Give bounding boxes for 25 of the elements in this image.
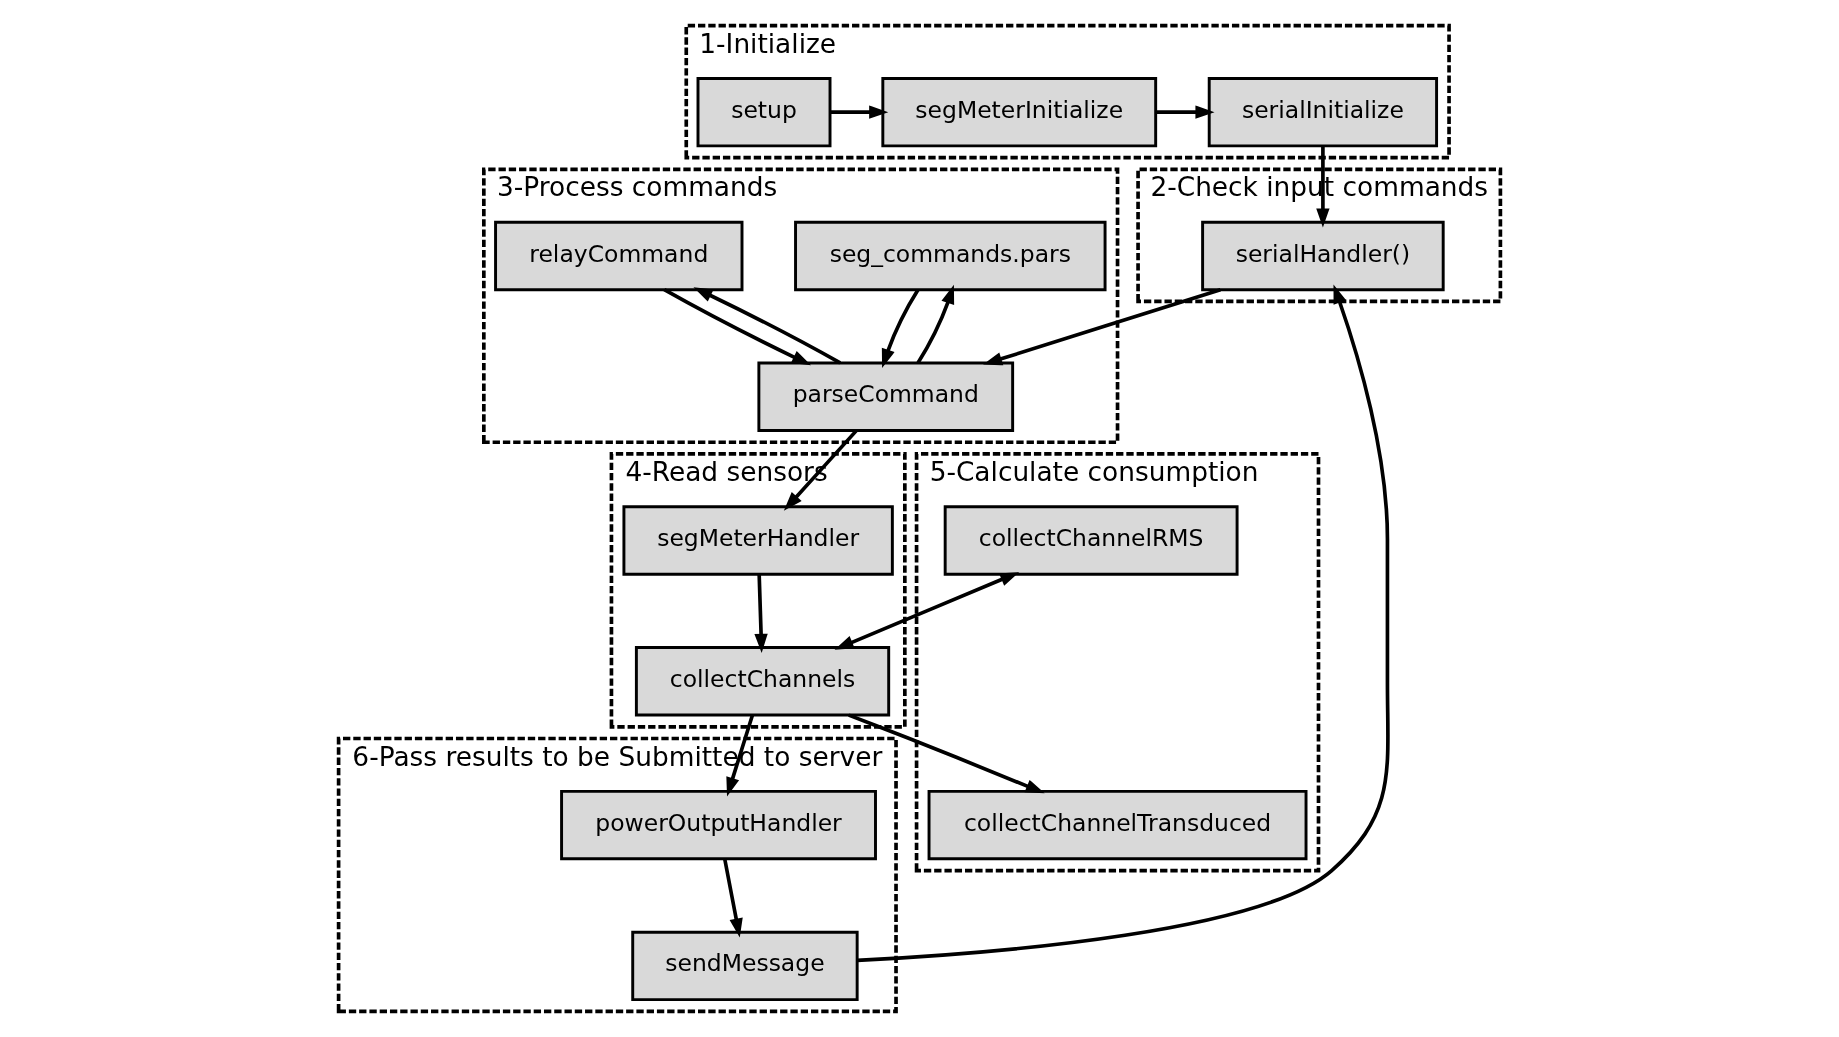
arrow [834,572,1020,650]
node-box: segMeterHandler [622,505,894,576]
arrow [881,289,920,369]
arrow [783,429,858,511]
node-box: collectChannelRMS [943,505,1239,576]
node-box: serialHandler() [1201,220,1445,292]
node-box: serialInitialize [1207,76,1439,148]
node-box: segMeterInitialize [881,76,1158,148]
node-box: setup [696,76,832,148]
arrow [754,574,768,653]
arrow [663,288,812,366]
arrow [1156,105,1215,119]
node-box: seg_commands.pars [794,220,1107,292]
arrow [723,858,743,938]
node-box: collectChannelTransduced [927,789,1308,861]
node-box: sendMessage [631,930,859,1002]
node-box: collectChannels [634,646,891,717]
arrow [830,105,889,119]
node-box: relayCommand [494,220,744,292]
node-box: powerOutputHandler [560,789,877,861]
arrow [983,287,1221,366]
arrow [857,284,1390,963]
arrow [693,287,842,365]
arrow [916,284,955,364]
node-box: parseCommand [757,361,1015,432]
